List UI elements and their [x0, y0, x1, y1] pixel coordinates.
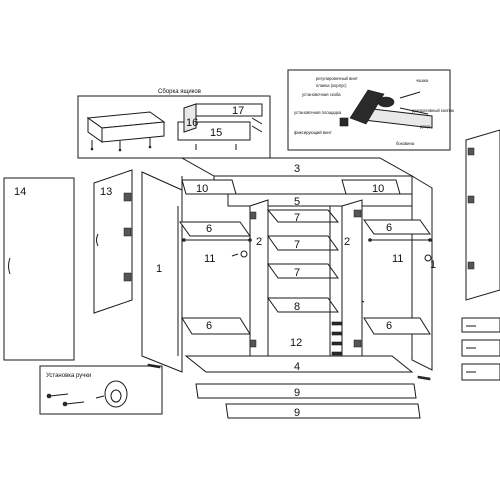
handle-inset-frame	[39, 365, 163, 415]
plinth-9-b	[225, 403, 421, 419]
part-label-6-lt: 6	[206, 223, 212, 235]
side-panel-1	[141, 171, 183, 373]
handle-install-inset: Установка ручки	[39, 365, 163, 415]
plinth-9-a	[195, 383, 417, 399]
part-label-6-rt: 6	[386, 222, 392, 234]
part-label-14: 14	[14, 186, 26, 198]
part-label-8: 8	[294, 301, 300, 313]
part-17-panel	[195, 103, 263, 117]
drawer-assembly-inset: Сборка ящиков 17 15 16	[77, 89, 271, 159]
door-13: 13	[93, 169, 133, 314]
part-label-1-right: 1	[430, 259, 436, 271]
rail-10-right	[341, 179, 401, 195]
shelf-7-a	[266, 209, 340, 223]
part-label-7-a: 7	[294, 212, 300, 224]
part-label-15: 15	[210, 127, 222, 139]
bolt-icon	[62, 401, 68, 407]
right-edge-partial-parts	[461, 129, 500, 381]
drawer-assembly-caption: Сборка ящиков	[158, 89, 201, 95]
shelf-6-left-top	[179, 221, 251, 237]
partial-drawer-2	[461, 339, 500, 357]
door-14: 14	[3, 177, 75, 361]
part-label-6-rb: 6	[386, 320, 392, 332]
wardrobe-carcass: 3 1 10 10 5 2 6 11 6 7	[141, 157, 433, 373]
plinth-9: 9 9	[147, 363, 431, 419]
hinge-callout-8: боковина	[396, 141, 415, 146]
part-label-9-a: 9	[294, 387, 300, 399]
hinge-detail-inset: регулировочный винт планка (корпус) уста…	[287, 69, 454, 151]
handle-install-caption: Установка ручки	[46, 373, 91, 379]
shelf-8	[267, 297, 339, 313]
part-label-10-left: 10	[196, 183, 208, 195]
hinge-callout-6: декоративный колпак	[412, 108, 454, 113]
hinge-callout-7: дверь	[420, 124, 432, 129]
part-label-7-b: 7	[294, 239, 300, 251]
hinge-callout-3: установочная площадка	[294, 110, 342, 115]
hinge-callout-1: планка (корпус)	[316, 83, 347, 88]
partial-drawer-1	[461, 317, 500, 333]
hinge-callout-2: установочная скоба	[302, 92, 341, 97]
part-label-9-b: 9	[294, 407, 300, 419]
rail-5	[227, 193, 413, 207]
part-label-12: 12	[290, 337, 302, 349]
part-label-6-lb: 6	[206, 320, 212, 332]
shelf-7-b	[267, 235, 339, 251]
hinge-callout-0: регулировочный винт	[316, 76, 358, 81]
screw-icon	[46, 393, 52, 399]
hinge-callout-5: чашка	[416, 78, 429, 83]
hinge-callout-4: фиксирующий винт	[294, 130, 332, 135]
shelf-6-left-bottom	[181, 317, 251, 335]
bottom-panel-4	[184, 355, 414, 373]
part-label-3: 3	[294, 163, 300, 175]
part-label-11-right: 11	[392, 253, 403, 265]
part-label-16: 16	[186, 117, 198, 129]
drawer-inset-frame	[77, 95, 271, 159]
part-label-17: 17	[232, 105, 244, 117]
part-16-panel	[183, 103, 197, 133]
drawer-box	[86, 111, 166, 152]
part-label-5: 5	[294, 196, 300, 208]
drawer-parts: 17 15 16	[177, 103, 263, 150]
partial-drawer-3	[461, 363, 500, 381]
shelf-6-right-top	[363, 219, 431, 235]
part-label-11-left: 11	[204, 253, 215, 265]
part-label-2-right: 2	[344, 236, 350, 248]
rail-10-left	[181, 179, 237, 195]
part-label-4: 4	[294, 361, 300, 373]
shelf-6-right-bottom	[363, 317, 431, 335]
handle-ring	[104, 380, 128, 408]
part-label-7-c: 7	[294, 267, 300, 279]
part-label-10-right: 10	[372, 183, 384, 195]
part-label-13: 13	[100, 186, 112, 198]
partial-door-right	[465, 129, 500, 301]
part-label-2-left: 2	[256, 236, 262, 248]
hinge-inset-frame	[287, 69, 451, 151]
part-label-1: 1	[156, 263, 162, 275]
side-panel-right	[411, 175, 433, 371]
shelf-7-c	[267, 263, 339, 279]
